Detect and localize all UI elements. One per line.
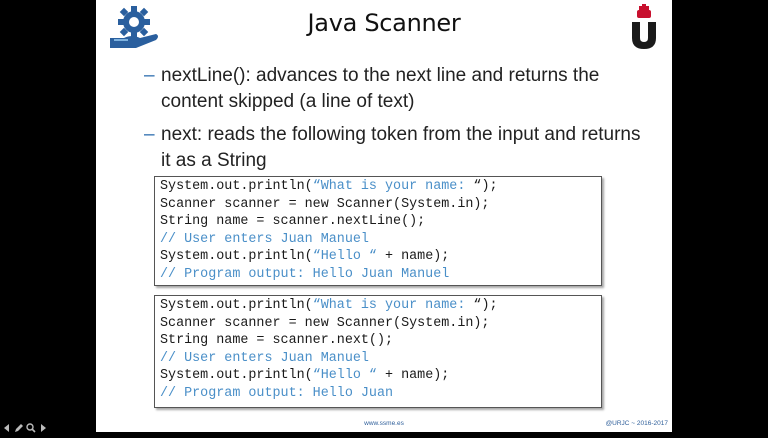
code-line: Scanner scanner = new Scanner(System.in)… — [160, 315, 490, 331]
code-block-nextline: System.out.println(“What is your name: “… — [154, 176, 602, 286]
code-line: System.out.println(“Hello “ + name); — [160, 249, 450, 264]
gear-hand-logo-icon — [106, 4, 162, 50]
nav-next-icon[interactable] — [38, 420, 48, 432]
slide-nav-controls — [2, 419, 48, 433]
footer-copyright: @URJC ~ 2016-2017 — [605, 420, 668, 427]
bullet-nextline: – nextLine(): advances to the next line … — [144, 63, 644, 115]
code-line: String name = scanner.next(); — [160, 333, 394, 348]
code-line: Scanner scanner = new Scanner(System.in)… — [160, 196, 490, 212]
bullet-next: – next: reads the following token from t… — [144, 122, 644, 174]
bullet-dash: – — [144, 124, 155, 145]
nav-pen-icon[interactable] — [14, 420, 24, 432]
code-line: System.out.println(“What is your name: “… — [160, 298, 498, 313]
bullet-dash: – — [144, 65, 155, 86]
nav-prev-icon[interactable] — [2, 420, 12, 432]
code-line: System.out.println(“Hello “ + name); — [160, 368, 450, 383]
footer-website[interactable]: www.ssme.es — [364, 420, 404, 427]
code-comment: // User enters Juan Manuel — [160, 350, 369, 366]
slide: Java Scanner – nextLine(): advances to t… — [96, 0, 672, 432]
code-block-next: System.out.println(“What is your name: “… — [154, 295, 602, 408]
code-comment: // Program output: Hello Juan Manuel — [160, 266, 450, 282]
bullet-text: nextLine(): advances to the next line an… — [161, 65, 600, 112]
code-line: System.out.println(“What is your name: “… — [160, 179, 498, 194]
code-line: String name = scanner.nextLine(); — [160, 214, 426, 229]
bullet-text: next: reads the following token from the… — [161, 124, 641, 171]
code-comment: // User enters Juan Manuel — [160, 231, 369, 247]
slide-title: Java Scanner — [307, 9, 461, 37]
nav-search-icon[interactable] — [26, 420, 36, 433]
code-comment: // Program output: Hello Juan — [160, 385, 394, 401]
urjc-logo-icon — [628, 4, 660, 50]
